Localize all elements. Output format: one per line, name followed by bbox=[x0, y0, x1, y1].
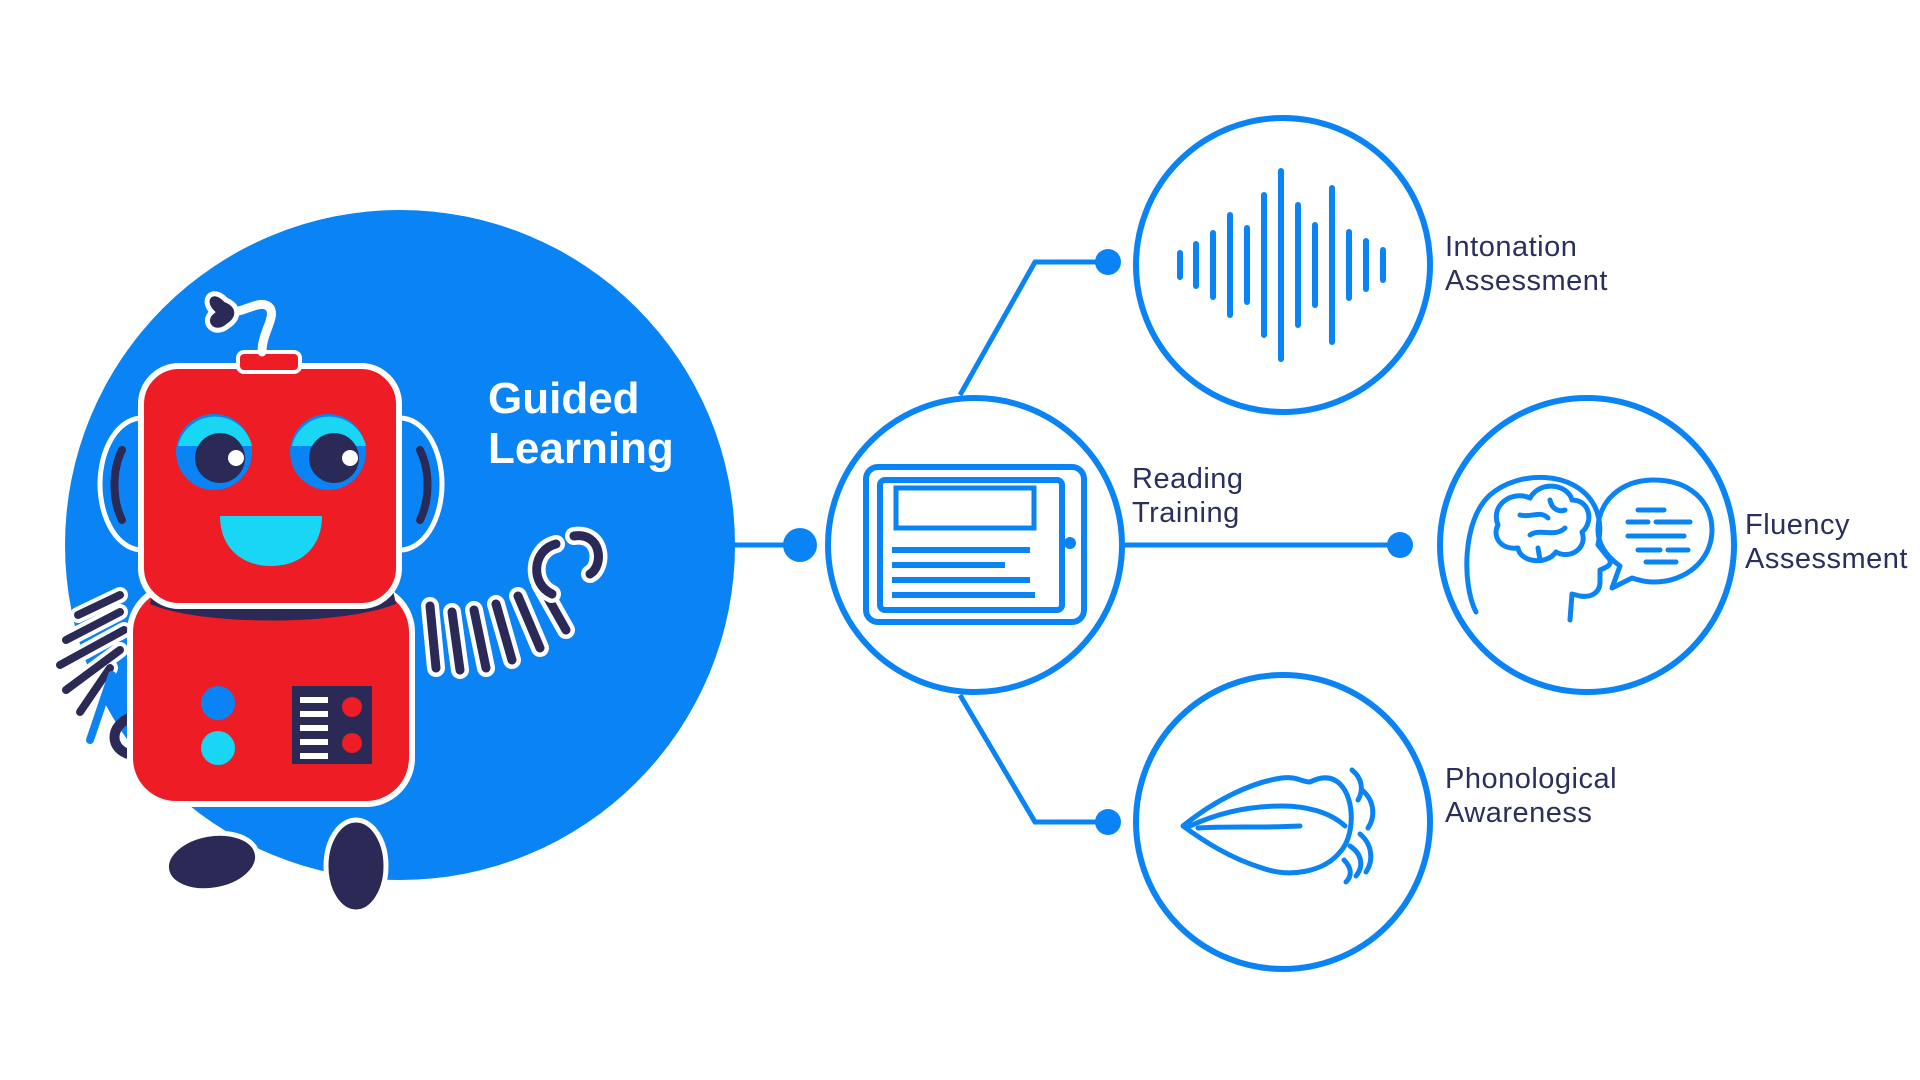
head-speech-bubble-icon bbox=[1464, 474, 1715, 623]
robot-left-foot bbox=[163, 830, 261, 894]
reading-training-line1: Reading bbox=[1132, 463, 1244, 495]
fluency-assessment-node bbox=[1437, 395, 1737, 695]
phonological-awareness-node bbox=[1133, 672, 1433, 972]
sound-wave-icon bbox=[1177, 168, 1386, 362]
robot-right-foot bbox=[323, 817, 389, 915]
phonological-awareness-line2: Awareness bbox=[1445, 797, 1593, 829]
tablet-icon bbox=[863, 464, 1087, 625]
robot-mascot-icon bbox=[52, 291, 608, 915]
guided-learning-line2: Learning bbox=[488, 424, 674, 473]
reading-training-node bbox=[825, 395, 1125, 695]
guided-learning-title: Guided Learning bbox=[488, 374, 674, 474]
connector-dots bbox=[783, 249, 1413, 835]
intonation-assessment-line1: Intonation bbox=[1445, 231, 1578, 263]
reading-training-line2: Training bbox=[1132, 497, 1240, 529]
fluency-assessment-line1: Fluency bbox=[1745, 509, 1851, 541]
connector-lines bbox=[730, 259, 1400, 825]
robot-mouth bbox=[220, 516, 322, 566]
fluency-assessment-label: Fluency Assessment bbox=[1745, 508, 1908, 576]
fluency-assessment-line2: Assessment bbox=[1745, 543, 1908, 575]
intonation-assessment-line2: Assessment bbox=[1445, 265, 1608, 297]
robot-head bbox=[138, 363, 402, 609]
phonological-awareness-label: Phonological Awareness bbox=[1445, 762, 1617, 830]
reading-training-label: Reading Training bbox=[1132, 462, 1244, 530]
lips-sound-icon bbox=[1180, 767, 1376, 885]
intonation-assessment-label: Intonation Assessment bbox=[1445, 230, 1608, 298]
intonation-assessment-node bbox=[1133, 115, 1433, 415]
phonological-awareness-line1: Phonological bbox=[1445, 763, 1618, 795]
guided-learning-line1: Guided bbox=[488, 374, 640, 423]
